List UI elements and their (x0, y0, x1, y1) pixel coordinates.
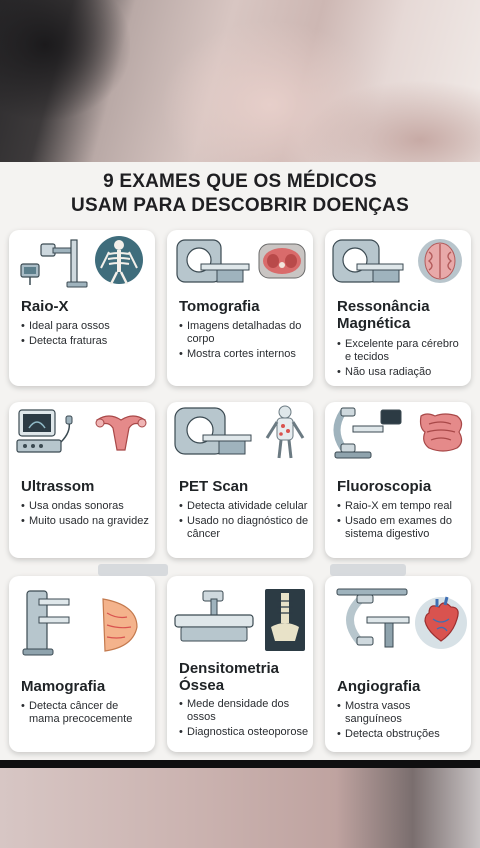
bullet: Ideal para ossos (21, 320, 151, 333)
bullet: Detecta fraturas (21, 335, 151, 348)
card-title: Ultrassom (21, 478, 95, 495)
title-line-2: USAM PARA DESCOBRIR DOENÇAS (71, 195, 409, 216)
bullet: Não usa radiação (337, 366, 467, 379)
card-title: Fluoroscopia (337, 478, 432, 495)
angiography-machine-icon (336, 588, 467, 649)
frame-divider (0, 760, 480, 770)
card-title: Raio-X (21, 298, 69, 315)
card-title: Densitometria Óssea (179, 660, 280, 694)
bullet: Usado no diagnóstico de câncer (179, 515, 309, 541)
card-bullets: Raio-X em tempo real Usado em exames do … (337, 500, 467, 543)
background-photo-bottom (0, 768, 480, 848)
card-bullets: Imagens detalhadas do corpo Mostra corte… (179, 320, 309, 363)
blur-artifact (98, 564, 168, 576)
card-raio-x: Raio-X Ideal para ossos Detecta fraturas (9, 230, 155, 386)
card-bullets: Usa ondas sonoras Muito usado na gravide… (21, 500, 151, 530)
card-bullets: Ideal para ossos Detecta fraturas (21, 320, 151, 350)
ct-scanner-icon (176, 239, 306, 283)
bullet: Excelente para cérebro e tecidos (337, 338, 467, 364)
densitometry-machine-icon (174, 589, 305, 651)
card-title: PET Scan (179, 478, 249, 495)
card-bullets: Excelente para cérebro e tecidos Não usa… (337, 338, 467, 381)
bullet: Detecta atividade celular (179, 500, 309, 513)
card-ressonancia: Ressonância Magnética Excelente para cér… (325, 230, 471, 386)
card-bullets: Mostra vasos sanguíneos Detecta obstruçõ… (337, 700, 467, 743)
card-title: Ressonância Magnética (337, 298, 430, 332)
card-mamografia: Mamografia Detecta câncer de mama precoc… (9, 576, 155, 752)
infographic-title: 9 EXAMES QUE OS MÉDICOS USAM PARA DESCOB… (0, 170, 480, 218)
bullet: Mostra cortes internos (179, 348, 309, 361)
bullet: Detecta câncer de mama precocemente (21, 700, 151, 726)
card-densitometria: Densitometria Óssea Mede densidade dos o… (167, 576, 313, 752)
bullet: Diagnostica osteoporose (179, 726, 309, 739)
card-fluoroscopia: Fluoroscopia Raio-X em tempo real Usado … (325, 402, 471, 558)
card-title: Angiografia (337, 678, 421, 695)
title-line-1: 9 EXAMES QUE OS MÉDICOS (103, 171, 377, 192)
infographic-panel: 9 EXAMES QUE OS MÉDICOS USAM PARA DESCOB… (0, 162, 480, 760)
card-pet-scan: PET Scan Detecta atividade celular Usado… (167, 402, 313, 558)
bullet: Usa ondas sonoras (21, 500, 151, 513)
fluoroscopy-machine-icon (333, 407, 463, 459)
card-bullets: Detecta atividade celular Usado no diagn… (179, 500, 309, 543)
xray-machine-icon (20, 236, 143, 288)
background-photo-top (0, 0, 480, 162)
bullet: Muito usado na gravidez (21, 515, 151, 528)
bullet: Mede densidade dos ossos (179, 698, 309, 724)
bullet: Imagens detalhadas do corpo (179, 320, 309, 346)
card-title: Tomografia (179, 298, 260, 315)
card-angiografia: Angiografia Mostra vasos sanguíneos Dete… (325, 576, 471, 752)
card-bullets: Detecta câncer de mama precocemente (21, 700, 151, 728)
mri-machine-icon (332, 239, 462, 283)
mammography-machine-icon (22, 590, 138, 656)
bullet: Mostra vasos sanguíneos (337, 700, 467, 726)
ultrasound-machine-icon (16, 409, 147, 453)
card-ultrassom: Ultrassom Usa ondas sonoras Muito usado … (9, 402, 155, 558)
bullet: Detecta obstruções (337, 728, 467, 741)
card-tomografia: Tomografia Imagens detalhadas do corpo M… (167, 230, 313, 386)
blur-artifact (330, 564, 406, 576)
pet-scanner-icon (174, 405, 305, 459)
card-bullets: Mede densidade dos ossos Diagnostica ost… (179, 698, 309, 741)
card-title: Mamografia (21, 678, 106, 695)
bullet: Raio-X em tempo real (337, 500, 467, 513)
bullet: Usado em exames do sistema digestivo (337, 515, 467, 541)
